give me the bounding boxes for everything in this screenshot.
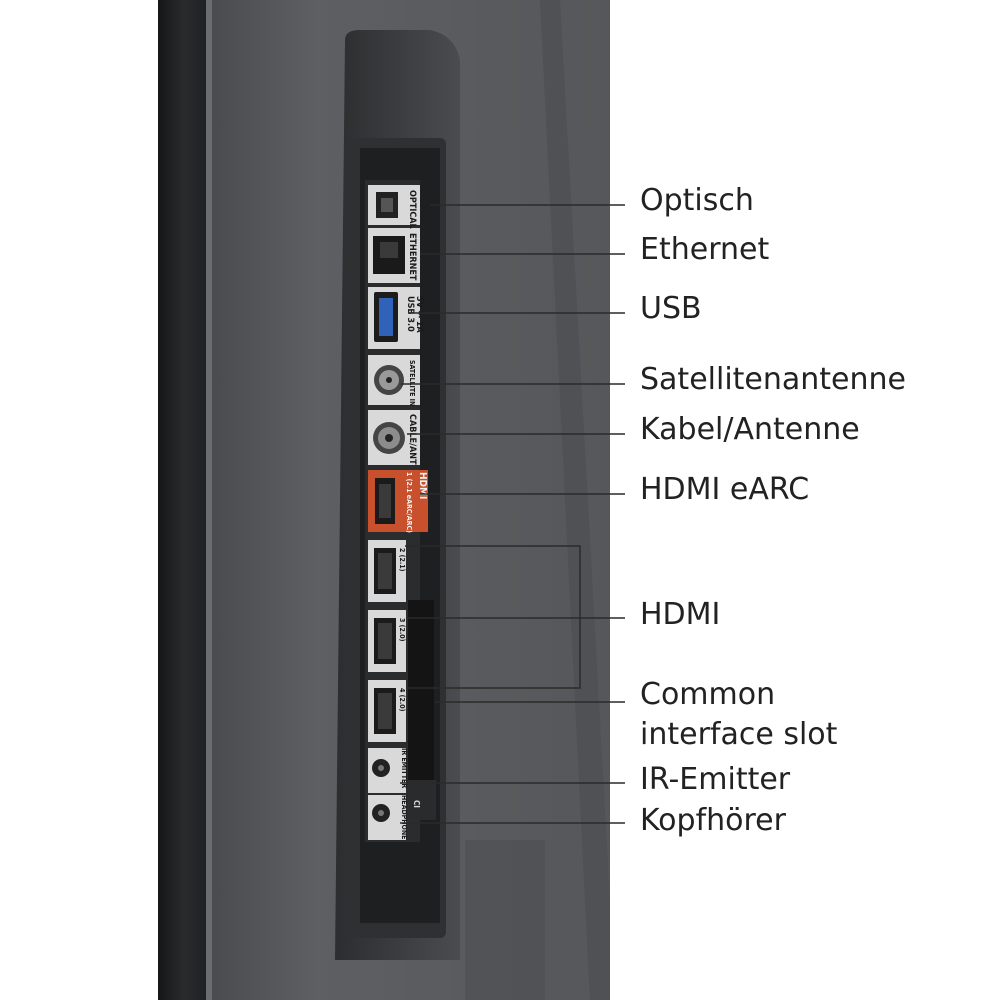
ci-slot-label: CI: [412, 800, 421, 808]
ir-port-label: IR EMITTER: [400, 748, 408, 788]
ir-emitter-port: [368, 748, 406, 793]
label-hdmi: HDMI: [640, 597, 721, 632]
optical-port-label: OPTICAL: [407, 190, 417, 229]
label-ir-emitter: IR-Emitter: [640, 762, 791, 797]
label-hdmi-earc: HDMI eARC: [640, 472, 810, 507]
hdmi-port-2: [368, 540, 406, 602]
label-kabel-antenne: Kabel/Antenne: [640, 412, 860, 447]
label-optisch: Optisch: [640, 183, 754, 218]
usb-port-label-line2: 5V ⎓ 1A: [414, 296, 424, 333]
cable-port-label: CABLE/ANT: [407, 414, 417, 465]
hdmi-earc-port: [368, 470, 428, 532]
ethernet-port: [368, 228, 420, 283]
cable-antenna-port: [368, 410, 420, 465]
hdmi-ports: [368, 540, 406, 742]
hdmi-logo-label: HDMI: [417, 472, 428, 499]
ci-slot: [406, 600, 436, 820]
usb-port-label-line1: USB 3.0: [405, 296, 415, 332]
hdmi1-port-label: 1 (2.1 eARC/ARC): [405, 472, 413, 533]
ethernet-port-label: ETHERNET: [407, 233, 417, 281]
hdmi4-port-label: 4 (2.0): [398, 688, 406, 712]
label-usb: USB: [640, 291, 702, 326]
label-common-interface-line2: interface slot: [640, 717, 838, 752]
hdmi3-port-label: 3 (2.0): [398, 618, 406, 642]
satellite-port: [368, 355, 420, 405]
label-kopfhoerer: Kopfhörer: [640, 803, 786, 838]
leader-lines: [400, 204, 625, 824]
usb-port: [368, 287, 420, 349]
hdmi-port-3: [368, 610, 406, 672]
headphone-port: [368, 795, 406, 840]
satellite-port-label: SATELLITE IN: [408, 360, 416, 406]
hdmi-port-4: [368, 680, 406, 742]
hdmi2-port-label: 2 (2.1): [398, 548, 406, 572]
label-satellitenantenne: Satellitenantenne: [640, 362, 906, 397]
optical-port: [368, 185, 420, 225]
label-common-interface-line1: Common: [640, 677, 776, 712]
headphone-port-label: HEADPHONE: [400, 795, 408, 840]
label-ethernet: Ethernet: [640, 232, 770, 267]
